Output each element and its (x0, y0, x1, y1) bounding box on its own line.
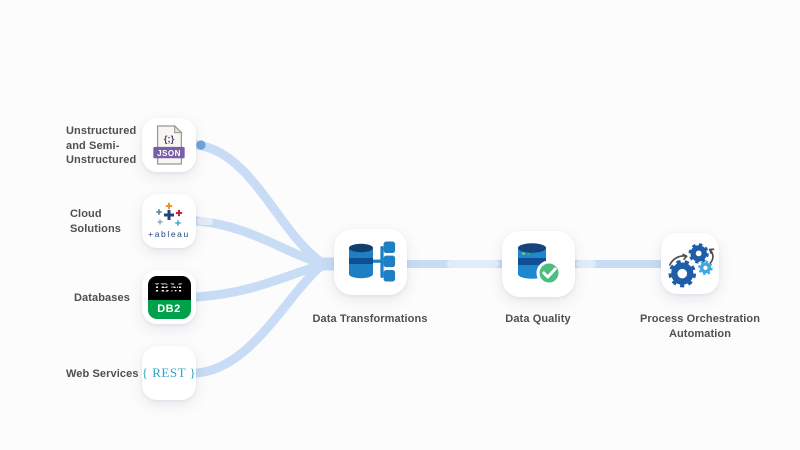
tableau-icon: +ableau (148, 202, 190, 239)
gear-large (668, 259, 697, 287)
rest-icon: { REST } (141, 365, 197, 380)
ibm-db2-icon: IBM DB2 (147, 275, 191, 319)
connector-curve-json (192, 140, 326, 267)
db2-badge: DB2 (147, 299, 191, 319)
source-label-cloud: Cloud Solutions (70, 208, 122, 235)
flow-pulse (197, 217, 213, 225)
flow-particle-dot (196, 140, 206, 150)
database-branch-icon (348, 241, 395, 282)
json-file-icon: {;} JSON (153, 124, 185, 165)
source-card-json: {;} JSON (142, 118, 196, 172)
ibm-stripes (147, 282, 191, 294)
gears-icon (668, 242, 715, 287)
tableau-plus-cluster (156, 202, 183, 226)
flow-pulse (576, 260, 596, 268)
stage-label-orchestration: Process Orchestration Automation (639, 313, 761, 340)
db2-text: DB2 (157, 303, 181, 315)
source-label-databases: Databases (74, 292, 130, 304)
stage-label-transformations: Data Transformations (312, 313, 428, 325)
flow-pulse (447, 260, 499, 268)
gear-medium (688, 242, 709, 264)
stage-card-orchestration (661, 233, 719, 294)
source-card-rest: { REST } (142, 346, 196, 400)
source-label-web-services: Web Services (66, 368, 139, 380)
source-label-unstructured: Unstructured and Semi- Unstructured (66, 125, 137, 167)
source-card-tableau: +ableau (142, 194, 196, 248)
stage-label-quality: Data Quality (505, 313, 571, 325)
tableau-wordmark-text: +ableau (148, 229, 190, 239)
json-braces-text: {;} (164, 134, 175, 145)
connector-curve-databases (192, 260, 326, 302)
connector-curve-cloud (192, 216, 326, 268)
gear-small (698, 260, 713, 275)
rotation-arrows (668, 247, 715, 266)
database-check-icon (517, 243, 561, 286)
stage-card-quality (502, 231, 575, 297)
stage-card-transformations (334, 229, 407, 295)
json-badge-text: JSON (157, 149, 181, 158)
ibm-logo: IBM (147, 275, 191, 300)
source-card-db2: IBM DB2 (142, 270, 196, 324)
